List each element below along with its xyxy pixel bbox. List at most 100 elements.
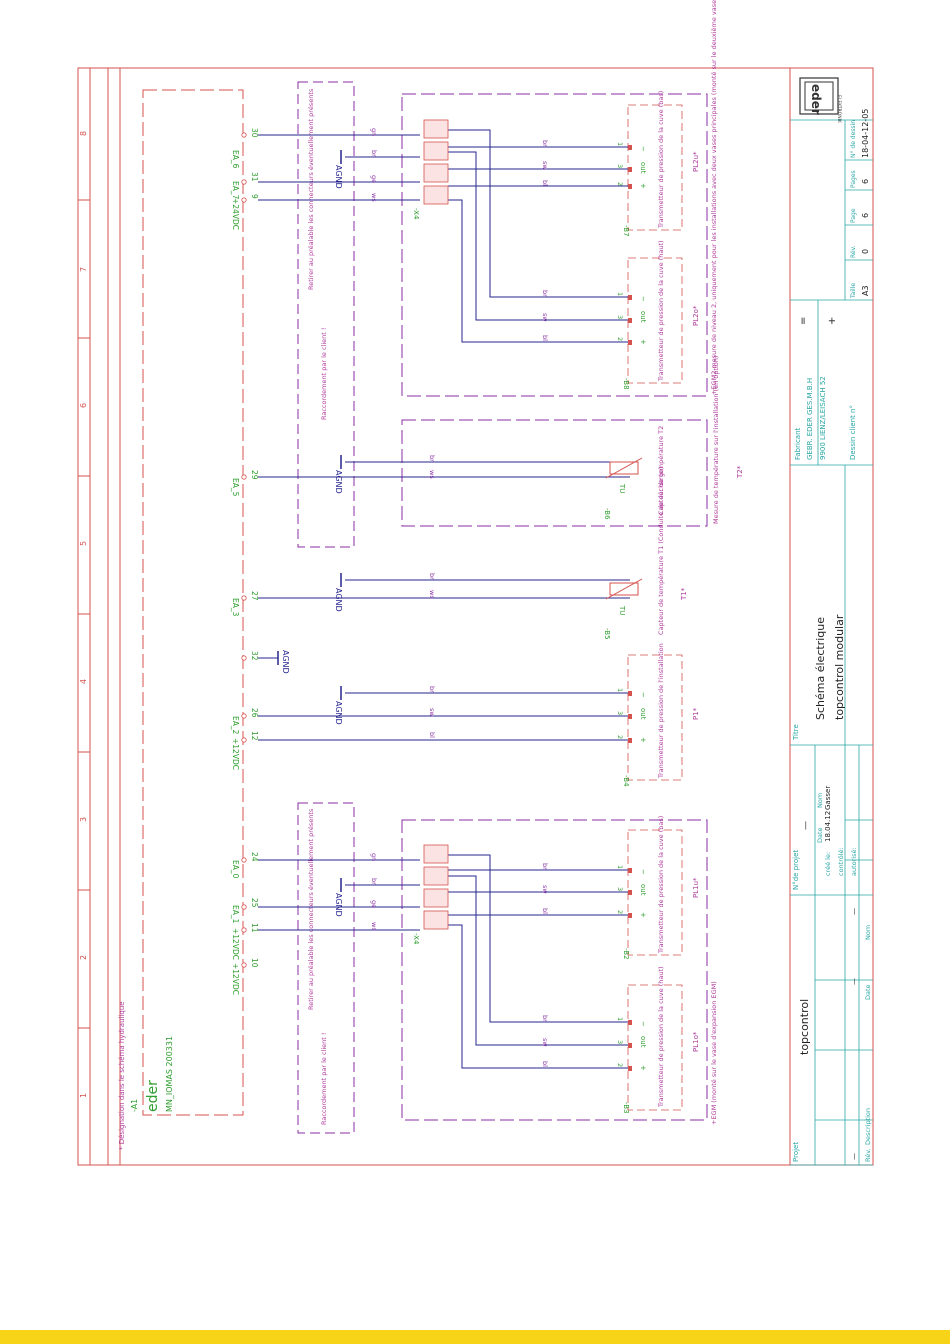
title-block bbox=[790, 119, 873, 1166]
svg-text:bl: bl bbox=[541, 1061, 549, 1067]
date-header-lower: Date bbox=[864, 984, 872, 1000]
sensor-boxes bbox=[627, 104, 683, 1111]
project-label: Projet bbox=[792, 1142, 800, 1162]
device-desc-b6: Capteur de température T2 bbox=[657, 426, 665, 515]
agnd-label: AGND bbox=[334, 165, 343, 189]
logo-subtext: ELEKTRONIK bbox=[836, 95, 842, 124]
svg-text:−: − bbox=[639, 692, 647, 698]
project-no-label: N°de projet bbox=[792, 850, 800, 890]
svg-text:2: 2 bbox=[616, 182, 624, 186]
terminal-pin: 10 bbox=[250, 958, 259, 968]
svg-text:3: 3 bbox=[616, 315, 624, 319]
device-ref-b4: -B4 bbox=[622, 775, 630, 787]
svg-text:br: br bbox=[428, 573, 436, 580]
terminal-labels: EA_6 30 EA_7 31 +24VDC 9 EA_5 29 EA_3 27… bbox=[231, 128, 259, 995]
eder-logo: eder ELEKTRONIK bbox=[799, 77, 842, 124]
x4-labels: -X4 -X4 bbox=[412, 208, 420, 945]
agnd-label: AGND bbox=[334, 701, 343, 725]
svg-text:sw: sw bbox=[541, 313, 549, 322]
svg-text:+: + bbox=[639, 183, 647, 189]
pages-label: Pages bbox=[850, 170, 857, 188]
device-tag-b3: PL1o* bbox=[692, 1031, 700, 1052]
svg-text:1: 1 bbox=[616, 1017, 624, 1021]
device-desc-b4: Transmetteur de pression de l'installati… bbox=[657, 643, 665, 779]
terminal-pin: 11 bbox=[250, 923, 259, 933]
svg-text:br: br bbox=[541, 1015, 549, 1022]
agnd-label: AGND bbox=[334, 470, 343, 494]
terminal-label: +24VDC bbox=[231, 198, 240, 230]
svg-text:1: 1 bbox=[616, 688, 624, 692]
device-tags: PL2u* PL2o* T2* T1* P1* PL1u* PL1o* bbox=[680, 151, 744, 1052]
device-desc-b7: Transmetteur de pression de la cuve (bas… bbox=[657, 91, 665, 229]
terminal-pin: 32 bbox=[250, 651, 259, 661]
rev-value: — bbox=[850, 908, 858, 915]
controller-name: eder bbox=[145, 1080, 161, 1112]
agnd-labels: AGND AGND AGND AGND AGND AGND bbox=[281, 165, 343, 917]
svg-text:bl: bl bbox=[541, 335, 549, 341]
plus-sign: + bbox=[827, 317, 838, 325]
authorized-label: autorisé: bbox=[850, 847, 858, 876]
svg-text:3: 3 bbox=[616, 711, 624, 715]
terminal-label: +12VDC bbox=[231, 738, 240, 770]
svg-text:br: br bbox=[541, 140, 549, 147]
sheet-no-label: N° de dessin bbox=[850, 120, 857, 158]
notes: +EGM2 mesure de niveau 2, uniquement pou… bbox=[118, 0, 720, 1150]
rev-value: — bbox=[850, 978, 858, 985]
column-number: 1 bbox=[79, 1093, 88, 1098]
title-line2: topcontrol modular bbox=[833, 614, 846, 720]
terminal-label: EA_7 bbox=[231, 181, 240, 200]
svg-text:br: br bbox=[370, 878, 378, 885]
pin-numbers: 1 3 2 1 3 2 1 3 2 1 3 2 1 3 2 bbox=[616, 142, 624, 1067]
temp-sensor-symbols bbox=[605, 457, 643, 600]
size-value: A3 bbox=[861, 285, 870, 296]
device-ref-b5: -B5 bbox=[603, 628, 611, 640]
svg-text:2: 2 bbox=[616, 337, 624, 341]
agnd-symbols bbox=[277, 150, 342, 892]
temp-symbol: TU bbox=[618, 605, 626, 615]
svg-text:ws: ws bbox=[428, 470, 436, 479]
wire-color-labels: gn br ge ws br sw bl br sw bl br ws br w… bbox=[370, 128, 549, 1067]
column-number: 4 bbox=[79, 679, 88, 684]
terminal-label: EA_0 bbox=[231, 860, 240, 879]
column-number: 3 bbox=[79, 817, 88, 822]
sheet-no-value: 18-04-12-05 bbox=[861, 109, 870, 158]
svg-text:ws: ws bbox=[428, 590, 436, 599]
svg-text:1: 1 bbox=[616, 142, 624, 146]
device-desc-b3: Transmetteur de pression de la cuve (hau… bbox=[657, 966, 665, 1108]
remove-note-bottom: Retirer au préalable les connecteurs éve… bbox=[307, 808, 315, 1010]
size-label: Taille bbox=[850, 283, 857, 299]
terminal-label: EA_3 bbox=[231, 598, 240, 617]
device-ref-b2: -B2 bbox=[622, 948, 630, 960]
accent-bar bbox=[0, 1330, 950, 1344]
title-line1: Schéma électrique bbox=[814, 617, 827, 720]
device-refs: -B7 -B8 -B6 -B5 -B4 -B2 -B3 bbox=[603, 225, 630, 1114]
svg-text:out: out bbox=[639, 162, 647, 174]
terminal-pin: 29 bbox=[250, 470, 259, 480]
description-header: Description bbox=[864, 1108, 872, 1145]
controller-model: MN_IOMAS 200331 bbox=[165, 1036, 174, 1112]
rev-label-h: Rév. bbox=[850, 245, 857, 258]
sensor-pins bbox=[628, 145, 632, 1071]
drawing-no-label: Dessin client n° bbox=[849, 405, 857, 460]
agnd-label: AGND bbox=[334, 588, 343, 612]
svg-text:br: br bbox=[541, 863, 549, 870]
svg-text:ws: ws bbox=[370, 922, 378, 931]
name-header: Nom bbox=[816, 793, 824, 808]
device-boxes bbox=[401, 93, 708, 1121]
svg-text:+: + bbox=[639, 737, 647, 743]
svg-text:−: − bbox=[639, 296, 647, 302]
device-ref-b8: -B8 bbox=[622, 378, 630, 390]
svg-text:+: + bbox=[639, 1065, 647, 1071]
terminal-pin: 27 bbox=[250, 591, 259, 601]
svg-text:−: − bbox=[639, 1021, 647, 1027]
device-ref-b6: -B6 bbox=[603, 508, 611, 520]
customer-notes: Retirer au préalable les connecteurs éve… bbox=[307, 88, 328, 1125]
svg-text:bl: bl bbox=[541, 908, 549, 914]
svg-text:out: out bbox=[639, 1036, 647, 1048]
svg-text:−: − bbox=[639, 146, 647, 152]
svg-text:gn: gn bbox=[370, 128, 378, 136]
svg-text:bl: bl bbox=[541, 180, 549, 186]
device-desc-b5: Capteur de température T1 (Conduite de d… bbox=[657, 467, 665, 635]
connect-note-bottom: Raccordement par le client ! bbox=[320, 1033, 328, 1125]
